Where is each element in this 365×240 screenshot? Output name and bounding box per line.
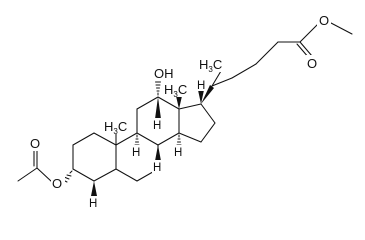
side-chain-methyl-label: H3C (199, 57, 222, 74)
h-c14-label: H (174, 147, 182, 159)
chemical-structure-diagram: OH H3C H3C H3C O O O O H H H H H H (17, 12, 353, 210)
c13-methyl (176, 96, 182, 109)
c13-methyl-label: H3C (164, 82, 187, 99)
h-c9-label: H (132, 147, 140, 159)
h-c8b-label: H (153, 162, 161, 174)
h-c5-label: H (89, 198, 97, 210)
ring-d (178, 103, 216, 143)
ring-a (72, 132, 117, 182)
atom-labels: OH H3C H3C H3C O O O O H H H H H H (29, 12, 331, 210)
h-c17-label: H (197, 80, 205, 92)
acetate-carbonyl-oxygen-label: O (30, 136, 40, 151)
c12-hydroxyl-bond (155, 81, 161, 96)
h-c8-label: H (153, 120, 161, 132)
ester-carbonyl-oxygen-label: O (307, 56, 317, 71)
hydroxyl-label: OH (154, 66, 174, 81)
stereo-hydrogens (91, 90, 204, 196)
ring-c (136, 96, 180, 146)
c10-methyl-label: H3C (104, 119, 127, 136)
acetate-ester-oxygen-label: O (52, 176, 62, 191)
ester-methyl-oxygen-label: O (319, 13, 329, 28)
